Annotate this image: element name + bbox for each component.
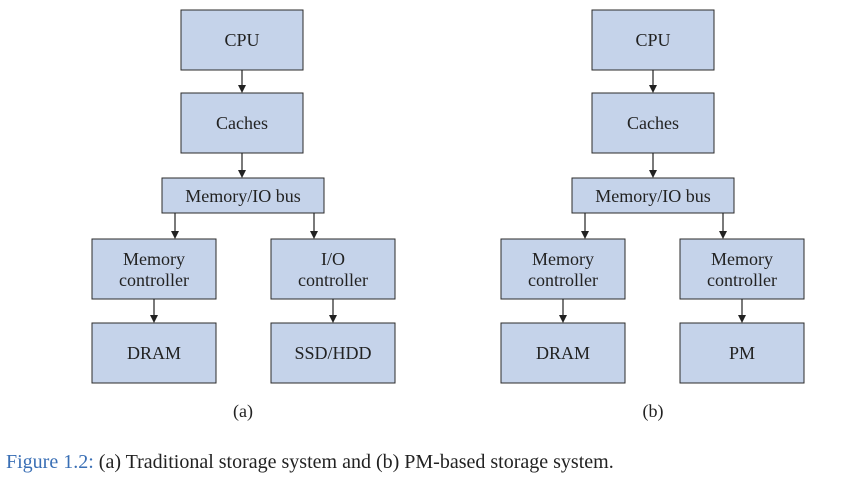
diagram-label-b: (b) [643,401,664,422]
arrow-bus-right-controller-a [310,213,318,239]
figure-caption: Figure 1.2: (a) Traditional storage syst… [6,451,614,474]
caches-box-a: Caches [180,92,304,154]
arrow-caches-bus-b [649,153,657,178]
bus-box-a: Memory/IO bus [161,177,325,214]
cpu-label-a: CPU [224,30,259,50]
left-storage-box-a: DRAM [91,322,217,384]
right-storage-box-b: PM [679,322,805,384]
arrow-right-controller-storage-b [738,299,746,323]
arrow-left-controller-storage-a [150,299,158,323]
arrow-bus-left-controller-b [581,213,589,239]
bus-label-a: Memory/IO bus [185,186,301,206]
right-storage-box-a: SSD/HDD [270,322,396,384]
arrow-bus-right-controller-b [719,213,727,239]
diagram-label-a: (a) [233,401,253,422]
left-storage-label-a: DRAM [127,343,181,363]
figure-number: Figure 1.2: [6,451,94,473]
arrow-bus-left-controller-a [171,213,179,239]
caption-text: (a) Traditional storage system and (b) P… [93,451,614,473]
caches-label-b: Caches [627,113,679,133]
right-storage-label-a: SSD/HDD [294,343,371,363]
cpu-box-a: CPU [180,9,304,71]
left-storage-box-b: DRAM [500,322,626,384]
caches-box-b: Caches [591,92,715,154]
arrow-right-controller-storage-a [329,299,337,323]
bus-label-b: Memory/IO bus [595,186,711,206]
caches-label-a: Caches [216,113,268,133]
arrow-cpu-caches-b [649,70,657,93]
arrow-caches-bus-a [238,153,246,178]
bus-box-b: Memory/IO bus [571,177,735,214]
cpu-label-b: CPU [635,30,670,50]
right-storage-label-b: PM [729,343,755,363]
left-storage-label-b: DRAM [536,343,590,363]
arrow-left-controller-storage-b [559,299,567,323]
arrow-cpu-caches-a [238,70,246,93]
cpu-box-b: CPU [591,9,715,71]
